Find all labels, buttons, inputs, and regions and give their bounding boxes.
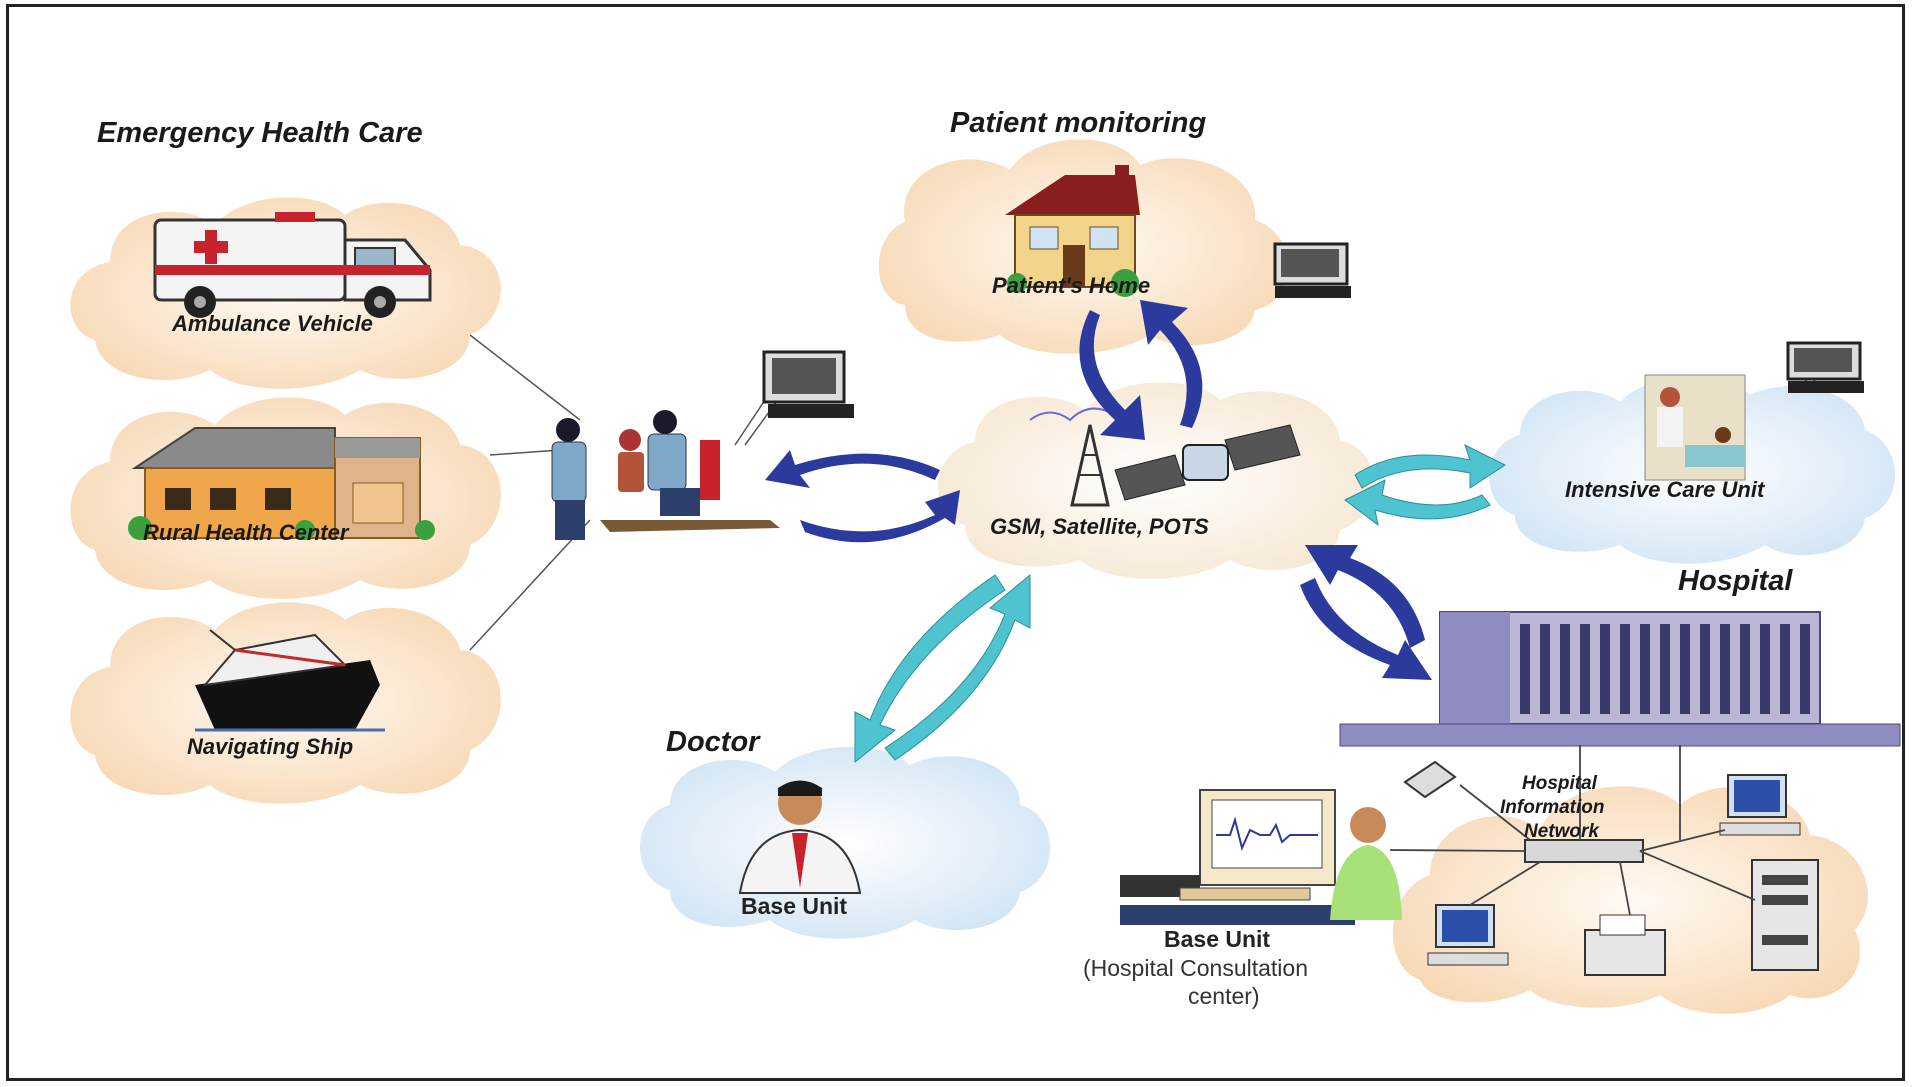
heading-patient-monitoring: Patient monitoring [950,107,1206,139]
heading-hospital: Hospital [1678,565,1793,597]
label-hin-2: Information [1500,797,1605,818]
rural-clinic-icon [128,427,435,540]
label-patients-home: Patient's Home [992,273,1150,298]
label-network: GSM, Satellite, POTS [990,514,1209,539]
monitor-icon [1273,242,1351,298]
monitor-icon [1786,341,1864,393]
heading-emergency-health-care: Emergency Health Care [97,117,423,149]
hospital-building-icon [1339,611,1901,747]
label-doctor-base-unit: Base Unit [741,893,847,919]
computer-icon [1427,904,1509,966]
label-rural-health-center: Rural Health Center [143,520,350,545]
label-ambulance-vehicle: Ambulance Vehicle [171,311,373,336]
server-icon [1751,859,1819,971]
monitor-icon [762,350,854,418]
arrow-home-network [1079,300,1203,440]
arrow-icu-network [1344,444,1507,527]
modem-icon [1403,760,1457,799]
heading-doctor: Doctor [666,726,761,758]
arrow-hospital-network [1300,545,1432,680]
hub-icon [1524,839,1644,863]
label-hospital-base-unit: Base Unit [1164,926,1270,952]
label-intensive-care-unit: Intensive Care Unit [1565,477,1766,502]
label-hin-1: Hospital [1522,773,1598,794]
printer-icon [1584,914,1666,976]
satellite-icon [1114,424,1301,501]
antenna-icon [1029,407,1116,507]
label-hospital-consultation: (Hospital Consultation [1083,955,1308,981]
network-lines [1389,745,1756,916]
label-navigating-ship: Navigating Ship [187,734,353,759]
paramedics-icon [551,410,780,540]
computer-icon [1719,774,1801,836]
workstation-icon [1120,789,1402,925]
ship-icon [195,629,385,732]
cloud-hospital-network [1392,786,1868,1014]
arrow-paramedic-network [765,450,960,543]
doctor-icon [738,780,862,894]
label-hospital-center: center) [1188,983,1260,1009]
icu-icon [1644,374,1746,481]
label-hin-3: Network [1524,821,1600,842]
arrow-doctor-network [854,573,1031,764]
ambulance-icon [153,212,432,318]
house-icon [1005,165,1140,297]
